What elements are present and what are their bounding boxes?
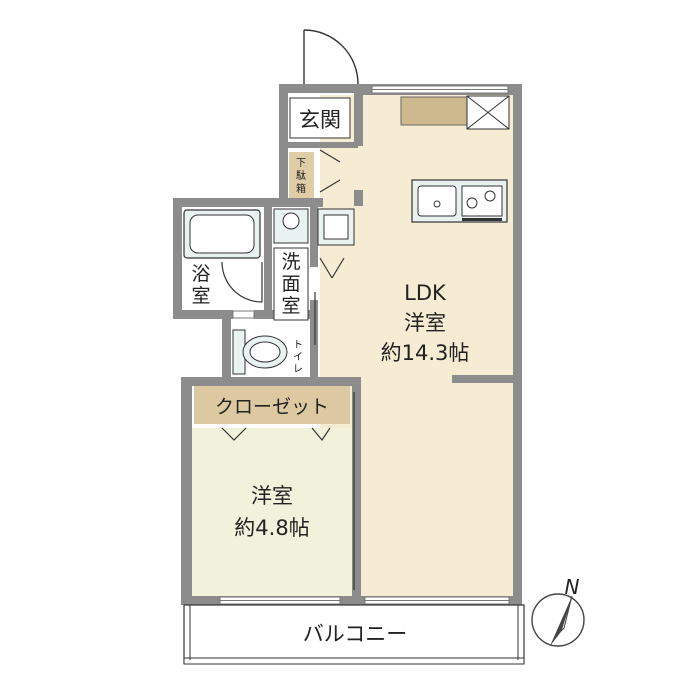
wall-toilet-right xyxy=(310,300,318,380)
bathtub xyxy=(183,209,261,259)
wall-bath-wash xyxy=(264,207,272,311)
toilet-label-1: ト xyxy=(293,340,303,351)
north-arrow-icon: N xyxy=(531,575,585,647)
wall-entrance-left xyxy=(279,84,288,204)
washroom-label-1: 洗 xyxy=(281,251,300,273)
entrance-door xyxy=(303,29,359,85)
wall-closet-top xyxy=(181,377,361,386)
shoe-cabinet-label-2: 駄 xyxy=(296,169,306,182)
windows xyxy=(219,85,510,605)
washroom-label-3: 室 xyxy=(281,295,300,317)
wall-entrance-ldk xyxy=(354,93,363,146)
shoe-cabinet-label-1: 下 xyxy=(296,158,306,169)
sliding-doors xyxy=(314,292,355,590)
wall-ldk-stub xyxy=(452,375,513,383)
bedroom-label-1: 洋室 xyxy=(251,484,293,508)
window-bath xyxy=(232,310,255,319)
bedroom-label-2: 約4.8帖 xyxy=(234,516,309,540)
entrance-label-box xyxy=(289,97,351,139)
bath-label-1: 浴 xyxy=(191,263,210,285)
wall-bath-top xyxy=(173,198,323,207)
ldk-label-3: 約14.3帖 xyxy=(381,341,470,365)
balcony xyxy=(183,604,525,665)
balcony-label: バルコニー xyxy=(303,622,408,646)
bedroom-floor xyxy=(192,428,356,598)
washroom-label-2: 面 xyxy=(281,273,300,295)
washroom-label-box xyxy=(273,247,309,321)
closet-fill xyxy=(194,386,350,424)
kitchen-counter xyxy=(411,179,508,223)
wall-bedroom-left xyxy=(181,377,192,605)
wall-bath-left xyxy=(173,198,182,318)
ldk-label-2: 洋室 xyxy=(404,311,446,335)
toilet-fixture xyxy=(232,329,288,375)
kitchen-top-shelf xyxy=(400,96,468,126)
wall-toilet-left xyxy=(222,319,231,377)
wall-entrance-mid xyxy=(288,142,358,148)
wall-bath-bottom xyxy=(173,310,233,319)
entrance-label: 玄関 xyxy=(299,108,341,132)
interior-doors xyxy=(221,149,345,442)
wash-basin xyxy=(273,208,309,244)
closet-label: クローゼット xyxy=(215,396,329,418)
compass-label: N xyxy=(565,575,580,599)
shoe-cabinet-fill xyxy=(289,152,314,198)
wall-right xyxy=(513,84,522,605)
shoe-cabinet-label-3: 箱 xyxy=(296,182,306,195)
toilet-label-2: イ xyxy=(293,352,303,363)
wall-entrance-ldk-lower xyxy=(354,190,363,206)
wall-bedroom-ldk xyxy=(352,377,361,605)
washing-machine-space xyxy=(317,208,355,246)
bath-label-2: 室 xyxy=(191,285,210,307)
wall-entrance-top xyxy=(279,84,362,93)
wall-wash-right xyxy=(310,207,318,267)
ldk-label-1: LDK xyxy=(404,281,447,305)
fridge-space xyxy=(466,95,510,130)
wall-bottom xyxy=(181,596,522,605)
toilet-label-3: レ xyxy=(293,364,303,375)
